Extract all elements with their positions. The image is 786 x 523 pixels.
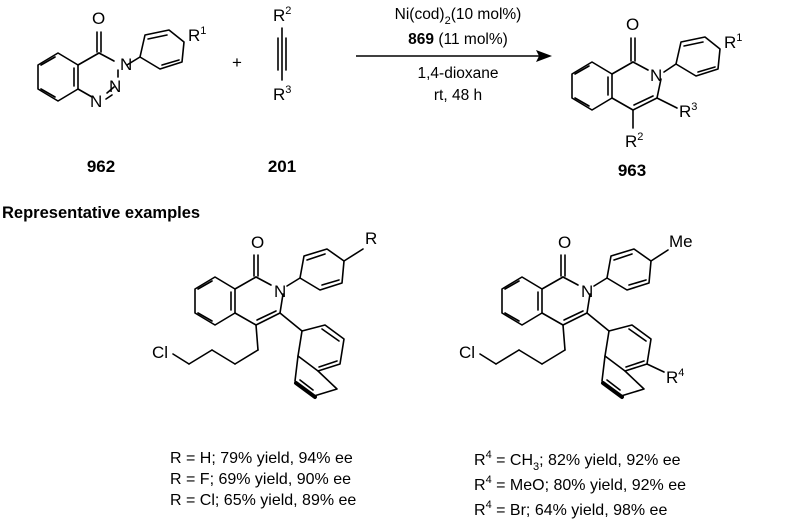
condition-solvent: 1,4-dioxane: [417, 65, 498, 82]
substituent-r1-label: R1: [724, 32, 742, 52]
atom-chlorine: Cl: [152, 343, 168, 362]
methyl-label: Me: [669, 232, 693, 251]
left-result-line: R = F; 69% yield, 90% ee: [170, 471, 351, 488]
atom-oxygen: O: [626, 15, 639, 34]
atom-nitrogen: N: [120, 55, 132, 74]
atom-nitrogen: N: [90, 92, 102, 111]
substituent-r1-label: R1: [188, 25, 206, 45]
condition-temp-time: rt, 48 h: [434, 87, 482, 104]
atom-nitrogen: N: [274, 282, 286, 301]
condition-ligand: 869 (11 mol%): [408, 31, 508, 48]
atom-oxygen: O: [251, 233, 264, 252]
atom-oxygen: O: [558, 233, 571, 252]
example-right-structure: [479, 248, 669, 399]
example-left-structure: [172, 248, 364, 399]
compound-number-962: 962: [87, 157, 115, 176]
substituent-r3-label: R3: [679, 101, 697, 121]
compound-number-201: 201: [268, 157, 296, 176]
substituent-r4-label: R4: [666, 367, 684, 387]
substituent-r3-label: R3: [273, 84, 291, 104]
compound-number-963: 963: [618, 161, 646, 180]
atom-oxygen: O: [92, 9, 105, 28]
atom-chlorine: Cl: [459, 343, 475, 362]
condition-catalyst: Ni(cod)2(10 mol%): [395, 6, 522, 27]
plus-sign: +: [232, 53, 242, 72]
left-result-line: R = Cl; 65% yield, 89% ee: [170, 492, 356, 509]
atom-nitrogen: N: [109, 77, 121, 96]
right-result-line: R4 = Br; 64% yield, 98% ee: [474, 499, 667, 519]
substituent-r2-label: R2: [273, 5, 291, 25]
substituent-r2-label: R2: [625, 131, 643, 151]
atom-nitrogen: N: [650, 66, 662, 85]
section-heading: Representative examples: [2, 204, 200, 222]
atom-nitrogen: N: [581, 282, 593, 301]
compound-962-structure: [37, 29, 185, 102]
right-result-line: R4 = MeO; 80% yield, 92% ee: [474, 474, 686, 494]
left-result-line: R = H; 79% yield, 94% ee: [170, 450, 353, 467]
substituent-r-label: R: [365, 229, 377, 248]
alkyne-201-structure: [277, 27, 287, 81]
right-result-line: R4 = CH3; 82% yield, 92% ee: [474, 449, 681, 473]
compound-963-structure: [571, 36, 721, 129]
reaction-arrow: [356, 50, 552, 62]
